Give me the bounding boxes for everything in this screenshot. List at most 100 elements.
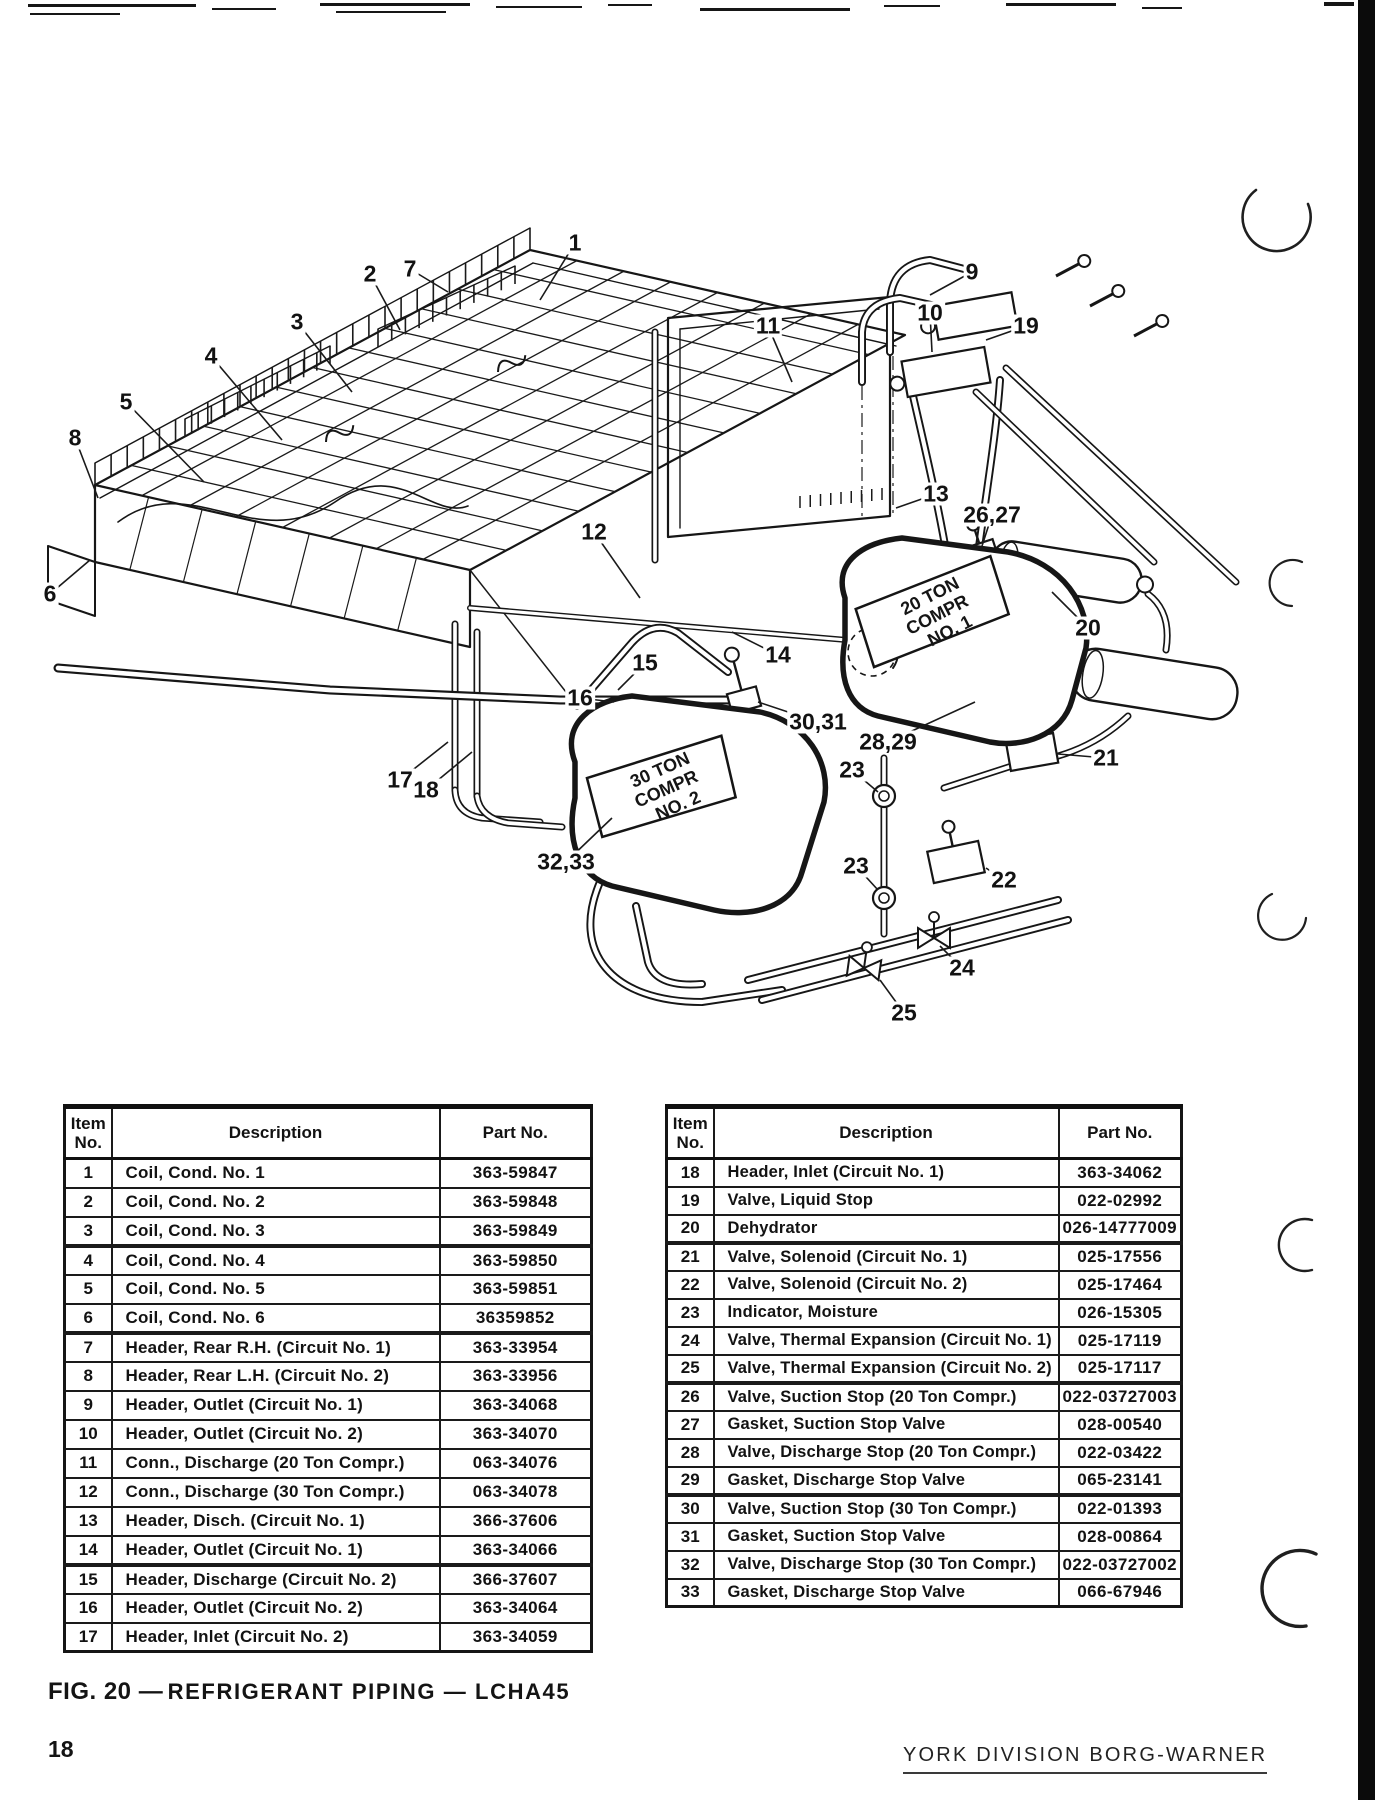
table-cell-part: 022-01393 xyxy=(1057,1493,1183,1524)
table-cell-part: 022-03727003 xyxy=(1057,1381,1183,1412)
scan-dash xyxy=(320,3,470,6)
table-cell-part: 063-34078 xyxy=(438,1476,593,1508)
column-header-part: Part No. xyxy=(1057,1105,1183,1160)
table-cell-desc: Valve, Discharge Stop (20 Ton Compr.) xyxy=(712,1437,1060,1468)
compressor-1-label-line2: COMPR xyxy=(903,591,972,639)
scan-dash xyxy=(212,8,276,10)
callout-label: 14 xyxy=(763,641,793,668)
table-cell-desc: Valve, Solenoid (Circuit No. 2) xyxy=(712,1269,1060,1300)
table-cell-part: 363-33954 xyxy=(438,1331,593,1363)
callout-label: 4 xyxy=(202,342,220,369)
table-cell-part: 363-59848 xyxy=(438,1186,593,1218)
table-cell-desc: Valve, Solenoid (Circuit No. 1) xyxy=(712,1241,1060,1272)
scan-dash xyxy=(496,6,582,8)
callout-label: 5 xyxy=(117,388,135,415)
table-cell-desc: Header, Outlet (Circuit No. 2) xyxy=(110,1592,441,1624)
callout-label: 26,27 xyxy=(961,501,1023,528)
table-cell-part: 363-34064 xyxy=(438,1592,593,1624)
table-cell-item: 20 xyxy=(665,1213,715,1245)
callout-label: 18 xyxy=(411,776,441,803)
table-cell-item: 21 xyxy=(665,1241,715,1272)
compressor-1-label-line1: 20 TON xyxy=(897,573,962,619)
callout-label: 16 xyxy=(565,684,595,711)
table-cell-item: 33 xyxy=(665,1577,715,1608)
callout-label: 17 xyxy=(385,766,415,793)
table-cell-item: 27 xyxy=(665,1409,715,1440)
table-cell-part: 363-33956 xyxy=(438,1360,593,1392)
table-cell-desc: Valve, Suction Stop (30 Ton Compr.) xyxy=(712,1493,1060,1524)
table-cell-desc: Dehydrator xyxy=(712,1213,1060,1245)
callout-label: 23 xyxy=(837,756,867,783)
table-cell-desc: Header, Inlet (Circuit No. 2) xyxy=(110,1621,441,1653)
callout-label: 21 xyxy=(1091,744,1121,771)
table-cell-part: 028-00540 xyxy=(1057,1409,1183,1440)
callout-label: 22 xyxy=(989,866,1019,893)
column-header-part: Part No. xyxy=(438,1105,593,1160)
scan-dash xyxy=(1324,2,1354,6)
table-cell-item: 18 xyxy=(665,1157,715,1188)
callout-label: 23 xyxy=(841,852,871,879)
scan-dash xyxy=(1142,7,1182,9)
scan-dash xyxy=(1006,3,1116,6)
table-cell-item: 7 xyxy=(63,1331,113,1363)
scan-dash xyxy=(608,4,652,6)
table-cell-item: 28 xyxy=(665,1437,715,1468)
table-cell-desc: Header, Inlet (Circuit No. 1) xyxy=(712,1157,1060,1188)
table-cell-desc: Coil, Cond. No. 4 xyxy=(110,1244,441,1276)
table-cell-desc: Gasket, Suction Stop Valve xyxy=(712,1521,1060,1552)
compressor-2-label-line2: COMPR xyxy=(632,766,701,812)
table-cell-part: 026-14777009 xyxy=(1057,1213,1183,1245)
table-cell-part: 363-34070 xyxy=(438,1418,593,1450)
callout-label: 1 xyxy=(566,229,584,256)
callout-label: 15 xyxy=(630,649,660,676)
table-cell-item: 32 xyxy=(665,1549,715,1580)
table-cell-desc: Header, Rear L.H. (Circuit No. 2) xyxy=(110,1360,441,1392)
figure-number: FIG. 20 — xyxy=(48,1678,164,1705)
callout-label: 2 xyxy=(361,260,379,287)
scan-dash xyxy=(28,4,196,7)
scan-dash xyxy=(30,13,120,15)
table-cell-item: 23 xyxy=(665,1297,715,1328)
binder-hole-icon xyxy=(1257,892,1308,941)
table-cell-item: 8 xyxy=(63,1360,113,1392)
callout-label: 32,33 xyxy=(535,848,597,875)
table-cell-desc: Header, Outlet (Circuit No. 1) xyxy=(110,1534,441,1567)
table-cell-item: 1 xyxy=(63,1157,113,1189)
table-cell-part: 363-59851 xyxy=(438,1273,593,1305)
table-cell-item: 29 xyxy=(665,1465,715,1497)
table-cell-part: 366-37606 xyxy=(438,1505,593,1537)
table-cell-part: 363-34059 xyxy=(438,1621,593,1653)
table-cell-desc: Conn., Discharge (30 Ton Compr.) xyxy=(110,1476,441,1508)
scan-dash xyxy=(700,8,850,11)
table-cell-desc: Coil, Cond. No. 1 xyxy=(110,1157,441,1189)
table-cell-item: 12 xyxy=(63,1476,113,1508)
table-cell-item: 22 xyxy=(665,1269,715,1300)
scan-dash xyxy=(884,5,940,7)
table-cell-part: 065-23141 xyxy=(1057,1465,1183,1497)
callout-label: 28,29 xyxy=(857,728,919,755)
table-cell-desc: Conn., Discharge (20 Ton Compr.) xyxy=(110,1447,441,1479)
table-cell-item: 14 xyxy=(63,1534,113,1567)
callout-label: 13 xyxy=(921,480,951,507)
